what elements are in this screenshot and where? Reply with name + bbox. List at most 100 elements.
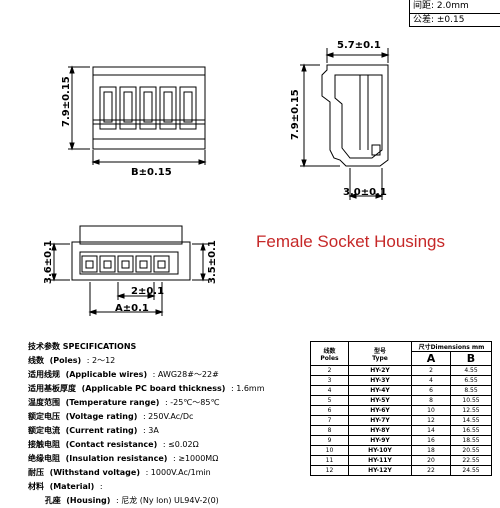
- side-height-label: 7.9±0.15: [290, 89, 301, 140]
- table-cell: 18: [411, 445, 451, 456]
- side-bottom-label: 3.0±0.1: [343, 187, 387, 198]
- table-cell: 10: [411, 405, 451, 416]
- spec-label: 材料 (Material): [28, 482, 100, 491]
- table-cell: HY-11Y: [348, 455, 412, 466]
- product-title: Female Socket Housings: [256, 232, 445, 251]
- spec-row: 绝缘电阻 (Insulation resistance) : ≥1000MΩ: [28, 452, 303, 466]
- spec-heading: 技术参数 SPECIFICATIONS: [28, 342, 137, 351]
- spec-label: 温度范围 (Temperature range): [28, 398, 165, 407]
- table-cell: 12.55: [450, 405, 492, 416]
- table-cell: 10: [310, 445, 349, 456]
- table-cell: 8.55: [450, 385, 492, 396]
- spec-row: 耐压 (Withstand voltage) : 1000V.Ac/1min: [28, 466, 303, 480]
- front-width-label: B±0.15: [131, 167, 172, 178]
- spec-value: : -25℃～85℃: [164, 398, 220, 407]
- side-view: [300, 48, 390, 200]
- spec-row: 接触电阻 (Contact resistance) : ≤0.02Ω: [28, 438, 303, 452]
- spec-value: : 1.6mm: [230, 384, 265, 393]
- table-cell: 6: [411, 385, 451, 396]
- table-cell: 8: [310, 425, 349, 436]
- front-view: [68, 65, 207, 165]
- table-cell: 14.55: [450, 415, 492, 426]
- table-cell: 4: [411, 375, 451, 386]
- table-cell: 8: [411, 395, 451, 406]
- table-cell: 10.55: [450, 395, 492, 406]
- table-cell: 22.55: [450, 455, 492, 466]
- spec-label: 额定电流 (Current rating): [28, 426, 143, 435]
- pitch-tolerance-box: 间距: 2.0mm 公差: ±0.15: [409, 0, 500, 27]
- table-cell: HY-6Y: [348, 405, 412, 416]
- table-cell: 24.55: [450, 465, 492, 476]
- bottom-left-label: 3.6±0.1: [43, 240, 54, 284]
- spec-value: : ≥1000MΩ: [173, 454, 219, 463]
- side-top-label: 5.7±0.1: [337, 40, 381, 51]
- front-height-label: 7.9±0.15: [61, 76, 72, 127]
- spec-label: 适用线规 (Applicable wires): [28, 370, 153, 379]
- spec-value: :: [99, 482, 103, 491]
- col-a: A: [411, 351, 451, 366]
- table-cell: 16: [411, 435, 451, 446]
- bottom-view: [50, 225, 208, 316]
- spec-row: 额定电流 (Current rating) : 3A: [28, 424, 303, 438]
- table-cell: 7: [310, 415, 349, 426]
- table-cell: 4: [310, 385, 349, 396]
- spec-value: : AWG28#～22#: [152, 370, 219, 379]
- spec-value: : 2～12: [86, 356, 116, 365]
- tolerance-label: 公差: ±0.15: [410, 13, 500, 27]
- bottom-right-label: 3.5±0.1: [207, 240, 218, 284]
- table-cell: 6: [310, 405, 349, 416]
- col-dimensions: 尺寸Dimensions mm: [411, 341, 492, 352]
- table-cell: HY-12Y: [348, 465, 412, 476]
- spec-label: 接触电阻 (Contact resistance): [28, 440, 163, 449]
- table-cell: 6.55: [450, 375, 492, 386]
- table-cell: 18.55: [450, 435, 492, 446]
- table-cell: 9: [310, 435, 349, 446]
- table-cell: 16.55: [450, 425, 492, 436]
- table-cell: 20: [411, 455, 451, 466]
- table-cell: 4.55: [450, 365, 492, 376]
- table-cell: 2: [411, 365, 451, 376]
- spec-row: 材料 (Material) :: [28, 480, 303, 494]
- spec-label: 绝缘电阻 (Insulation resistance): [28, 454, 173, 463]
- bottom-pitch-label: 2±0.1: [131, 286, 165, 297]
- spec-value: : 1000V.Ac/1min: [145, 468, 211, 477]
- table-cell: HY-4Y: [348, 385, 412, 396]
- spec-label: 孔座 (Housing): [28, 496, 116, 505]
- spec-row: 温度范围 (Temperature range) : -25℃～85℃: [28, 396, 303, 410]
- spec-row: 线数 (Poles) : 2～12: [28, 354, 303, 368]
- table-cell: 2: [310, 365, 349, 376]
- spec-label: 耐压 (Withstand voltage): [28, 468, 146, 477]
- spec-label: 适用基板厚度 (Applicable PC board thickness): [28, 384, 231, 393]
- table-cell: HY-5Y: [348, 395, 412, 406]
- table-cell: HY-3Y: [348, 375, 412, 386]
- bottom-a-label: A±0.1: [115, 303, 149, 314]
- pitch-label: 间距: 2.0mm: [413, 1, 469, 11]
- spec-value: : 3A: [142, 426, 159, 435]
- table-cell: 20.55: [450, 445, 492, 456]
- spec-row: 额定电压 (Voltage rating) : 250V.Ac/Dc: [28, 410, 303, 424]
- spec-row: 适用线规 (Applicable wires) : AWG28#～22#: [28, 368, 303, 382]
- table-cell: 22: [411, 465, 451, 476]
- technical-drawing: [50, 48, 390, 316]
- table-cell: 5: [310, 395, 349, 406]
- table-cell: HY-2Y: [348, 365, 412, 376]
- table-cell: HY-9Y: [348, 435, 412, 446]
- spec-row: 适用基板厚度 (Applicable PC board thickness) :…: [28, 382, 303, 396]
- table-cell: 12: [310, 465, 349, 476]
- spec-value: : 尼龙 (Ny lon) UL94V-2(0): [115, 496, 219, 505]
- table-cell: 12: [411, 415, 451, 426]
- spec-label: 额定电压 (Voltage rating): [28, 412, 143, 421]
